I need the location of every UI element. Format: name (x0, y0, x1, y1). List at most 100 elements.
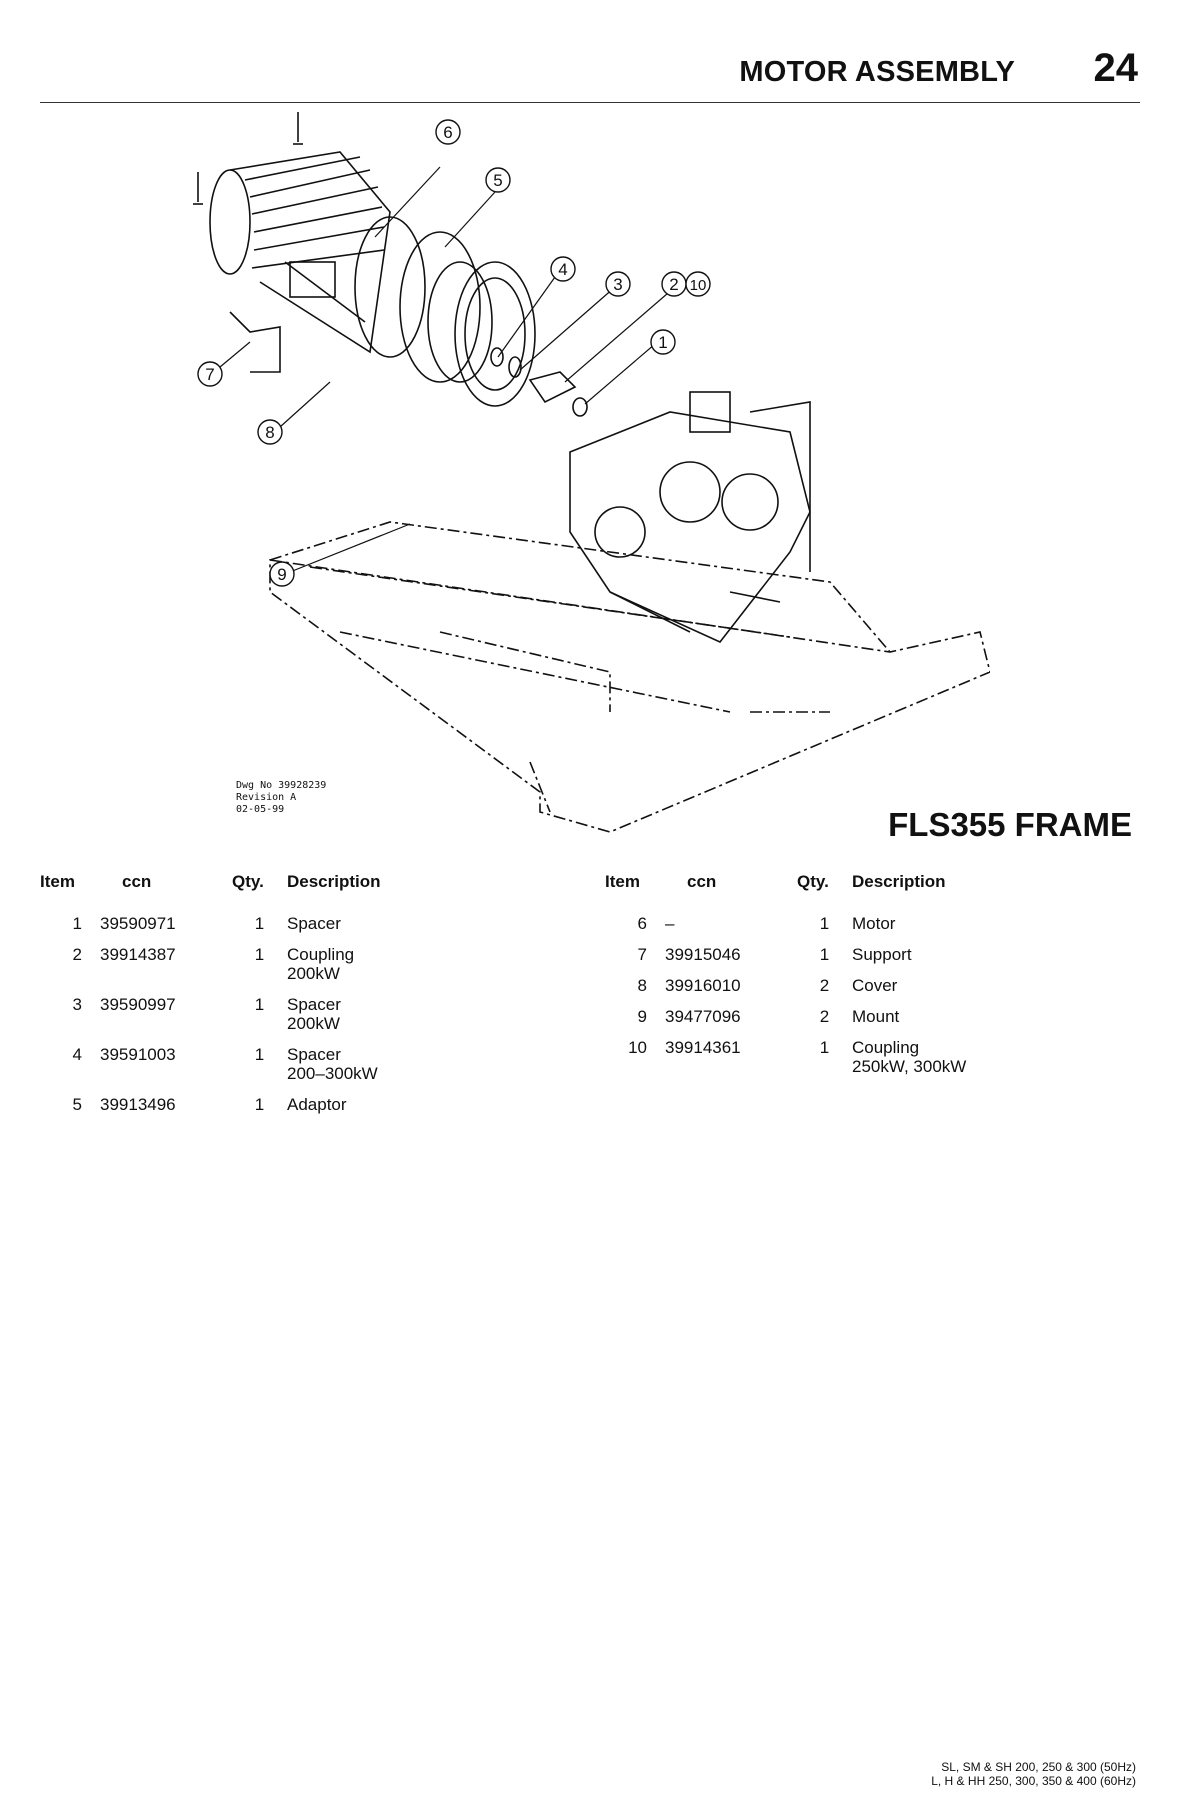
motor-assembly-drawing: 6 5 4 3 2 10 1 7 8 9 (193, 112, 990, 833)
ccn-cell-text: 39913496 (100, 1095, 176, 1114)
ccn-cell: 39914361 (665, 1038, 797, 1088)
description-cell: Spacer (287, 914, 487, 945)
motor-body (209, 151, 536, 407)
callout-2: 2 (669, 275, 678, 294)
description-detail: 200–300kW (287, 1064, 378, 1083)
footer-models-50hz: SL, SM & SH 200, 250 & 300 (50Hz) (941, 1760, 1136, 1774)
item-cell: 9 (605, 1007, 665, 1038)
ccn-cell-text: 39477096 (665, 1007, 741, 1026)
qty-cell: 2 (797, 1007, 852, 1038)
drawing-revision: Revision A (236, 792, 297, 803)
item-cell: 3 (40, 995, 100, 1045)
callout-10: 10 (690, 277, 707, 294)
ccn-cell: – (665, 914, 797, 945)
qty-cell-text: 1 (254, 1095, 265, 1114)
header-ccn: ccn (687, 872, 717, 891)
qty-cell: 1 (232, 1045, 287, 1095)
qty-cell-text: 1 (819, 1038, 830, 1057)
ccn-cell-text: 39590997 (100, 995, 176, 1014)
item-cell: 8 (605, 976, 665, 1007)
description-cell-text: Spacer (287, 914, 341, 933)
qty-cell-text: 2 (819, 1007, 830, 1026)
item-cell-text: 7 (637, 945, 647, 964)
description-cell-text: Spacer (287, 995, 341, 1014)
ccn-cell: 39913496 (100, 1095, 232, 1126)
item-cell-text: 4 (72, 1045, 82, 1064)
callout-9: 9 (277, 565, 286, 584)
item-cell-text: 9 (637, 1007, 647, 1026)
description-cell-text: Motor (852, 914, 896, 933)
qty-cell-text: 1 (254, 945, 265, 964)
item-cell-text: 5 (72, 1095, 82, 1114)
qty-cell: 1 (232, 995, 287, 1045)
header-item: Item (605, 872, 640, 891)
table-row: 5 39913496 1 Adaptor (40, 1095, 487, 1126)
item-cell-text: 6 (637, 914, 647, 933)
ccn-cell: 39477096 (665, 1007, 797, 1038)
air-end (569, 391, 811, 643)
leader-lines (219, 166, 676, 573)
ccn-cell: 39916010 (665, 976, 797, 1007)
page-title: MOTOR ASSEMBLY (739, 56, 1015, 88)
description-cell: Adaptor (287, 1095, 487, 1126)
description-cell-text: Cover (852, 976, 898, 995)
callout-1: 1 (658, 333, 667, 352)
description-cell-text: Coupling (287, 945, 355, 964)
table-row: 9 39477096 2 Mount (605, 1007, 1052, 1038)
item-cell-text: 3 (72, 995, 82, 1014)
callout-5: 5 (493, 171, 502, 190)
table-row: 7 39915046 1 Support (605, 945, 1052, 976)
qty-cell-text: 2 (819, 976, 830, 995)
description-cell-text: Support (852, 945, 912, 964)
qty-cell: 1 (797, 914, 852, 945)
qty-cell-text: 1 (254, 995, 265, 1014)
ccn-cell-text: – (665, 914, 675, 933)
qty-cell: 1 (232, 914, 287, 945)
description-cell: Mount (852, 1007, 1052, 1038)
description-detail: 200kW (287, 964, 340, 983)
ccn-cell: 39590971 (100, 914, 232, 945)
description-cell-text: Coupling (852, 1038, 920, 1057)
item-cell-text: 10 (628, 1038, 647, 1057)
ccn-cell-text: 39591003 (100, 1045, 176, 1064)
description-cell: Support (852, 945, 1052, 976)
ccn-cell: 39914387 (100, 945, 232, 995)
description-cell-text: Spacer (287, 1045, 341, 1064)
description-cell: Motor (852, 914, 1052, 945)
callout-7: 7 (205, 365, 214, 384)
header-item: Item (40, 872, 75, 891)
qty-cell-text: 1 (819, 914, 830, 933)
footer: SL, SM & SH 200, 250 & 300 (50Hz) L, H &… (931, 1760, 1136, 1788)
ccn-cell-text: 39914387 (100, 945, 176, 964)
page-header: MOTOR ASSEMBLY 24 (40, 40, 1140, 103)
table-row: 6– 1 Motor (605, 914, 1052, 945)
qty-cell: 1 (797, 1038, 852, 1088)
ccn-cell-text: 39915046 (665, 945, 741, 964)
description-detail: 250kW, 300kW (852, 1057, 967, 1076)
ccn-cell-text: 39914361 (665, 1038, 741, 1057)
qty-cell: 1 (797, 945, 852, 976)
coupling-train (490, 347, 588, 417)
item-cell: 2 (40, 945, 100, 995)
qty-cell: 1 (232, 1095, 287, 1126)
qty-cell-text: 1 (819, 945, 830, 964)
item-cell: 10 (605, 1038, 665, 1088)
item-cell: 1 (40, 914, 100, 945)
header-description: Description (852, 872, 946, 891)
drawing-info: Dwg No 39928239 Revision A 02-05-99 (236, 780, 326, 816)
qty-cell: 2 (797, 976, 852, 1007)
page-number: 24 (1093, 46, 1139, 90)
callout-8: 8 (265, 423, 274, 442)
item-cell-text: 1 (72, 914, 82, 933)
qty-cell-text: 1 (254, 1045, 265, 1064)
ccn-cell-text: 39916010 (665, 976, 741, 995)
